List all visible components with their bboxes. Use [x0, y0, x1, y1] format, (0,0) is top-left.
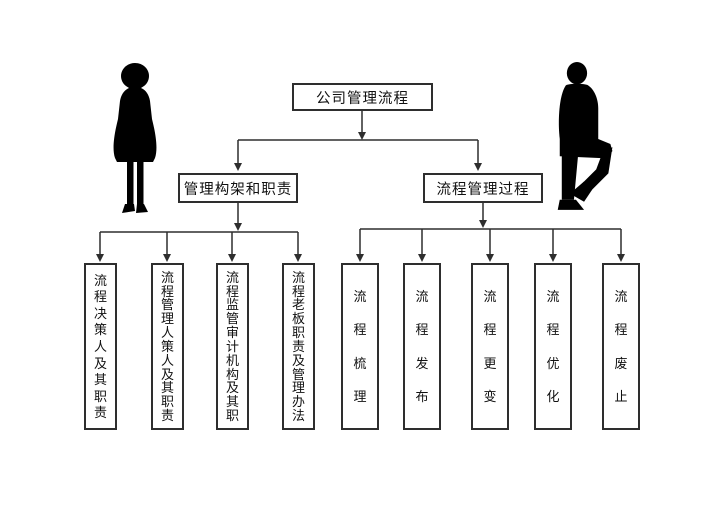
node-process-optimization: 流程优化 [534, 263, 572, 430]
node-process-change: 流程更变 [471, 263, 509, 430]
node-process-management: 流程管理过程 [423, 173, 543, 203]
node-process-manager-duties: 流程管理人策人及其职责 [151, 263, 184, 430]
node-process-abolition: 流程废止 [602, 263, 640, 430]
node-process-decision-maker: 流程决策人及其职责 [84, 263, 117, 430]
woman-silhouette-image [113, 63, 157, 213]
businessman-silhouette-image [557, 62, 613, 210]
node-process-audit-organ: 流程监管审计机构及其职 [216, 263, 249, 430]
arrowheads [96, 132, 625, 262]
node-process-release: 流程发布 [403, 263, 441, 430]
connector-edges [99, 111, 622, 255]
node-company-process: 公司管理流程 [292, 83, 433, 111]
node-process-boss-duties: 流程老板职责及管理办法 [282, 263, 315, 430]
node-structure-and-duties: 管理构架和职责 [178, 173, 298, 203]
node-process-sorting: 流程梳理 [341, 263, 379, 430]
